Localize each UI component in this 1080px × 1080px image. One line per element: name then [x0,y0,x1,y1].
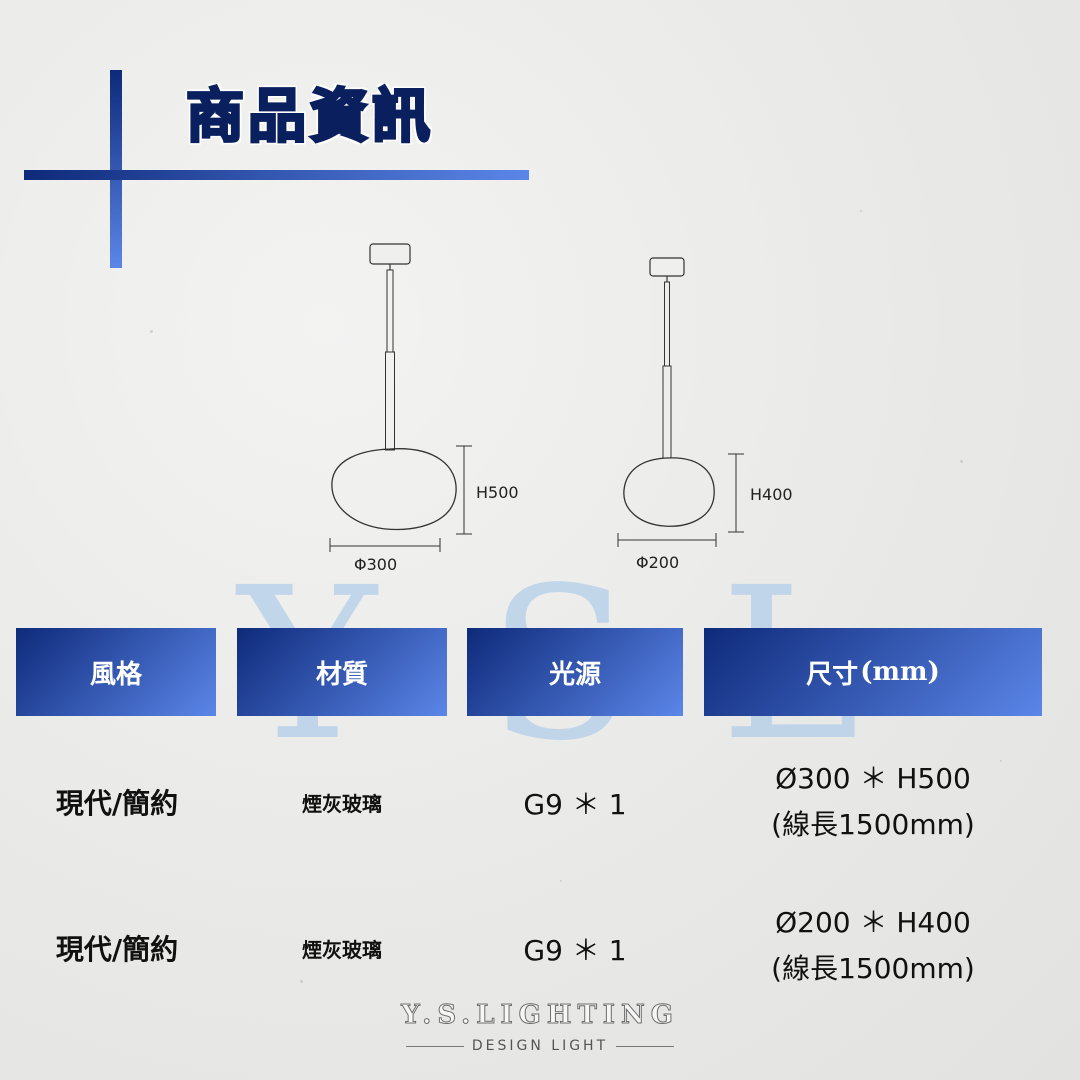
row-1-size: Ø300 ＊ H500 (線長1500mm) [704,756,1042,848]
pendant-lamp-diagram-large: H500 Φ300 [329,243,519,574]
title-horizontal-bar [24,170,529,180]
row-1-style: 現代/簡約 [55,787,179,820]
row-1-size-dimensions: Ø300 ＊ H500 [775,762,971,795]
row-1-cord-length: (線長1500mm) [771,808,975,841]
row-2-light-source: G9 ＊ 1 [523,934,627,967]
texture-speck [560,880,562,882]
row-1-material: 煙灰玻璃 [302,792,382,816]
texture-speck [1000,760,1002,762]
row-2-size-dimensions: Ø200 ＊ H400 [775,906,971,939]
row-2-material: 煙灰玻璃 [302,938,382,962]
row-1-light-source: G9 ＊ 1 [523,788,627,821]
texture-speck [300,980,303,983]
page-title: 商品資訊 [184,81,435,152]
texture-speck [960,460,963,463]
header-size: 尺寸(mm) [704,628,1042,716]
texture-speck [860,210,862,212]
title-vertical-bar [110,70,122,268]
height-label: H400 [750,485,793,504]
header-style: 風格 [16,628,216,716]
tagline-rule-right [616,1045,675,1047]
brand-logo: Y.S.LIGHTING [401,1000,679,1031]
header-size-unit: (mm) [860,657,940,687]
diameter-label: Φ300 [354,555,397,574]
header-material: 材質 [237,628,447,716]
row-2-style: 現代/簡約 [55,933,179,966]
row-2-cord-length: (線長1500mm) [771,952,975,985]
header-size-label: 尺寸 [806,659,859,690]
header-light-source: 光源 [467,628,683,716]
diameter-label: Φ200 [636,553,679,572]
row-2-size: Ø200 ＊ H400 (線長1500mm) [704,900,1042,992]
tagline-rule-left [405,1045,464,1047]
brand-tagline-row: DESIGN LIGHT [0,1038,1080,1054]
height-label: H500 [476,483,519,502]
pendant-lamp-diagram-small: H400 Φ200 [617,257,793,572]
texture-speck [150,330,153,333]
brand-tagline: DESIGN LIGHT [471,1038,609,1054]
